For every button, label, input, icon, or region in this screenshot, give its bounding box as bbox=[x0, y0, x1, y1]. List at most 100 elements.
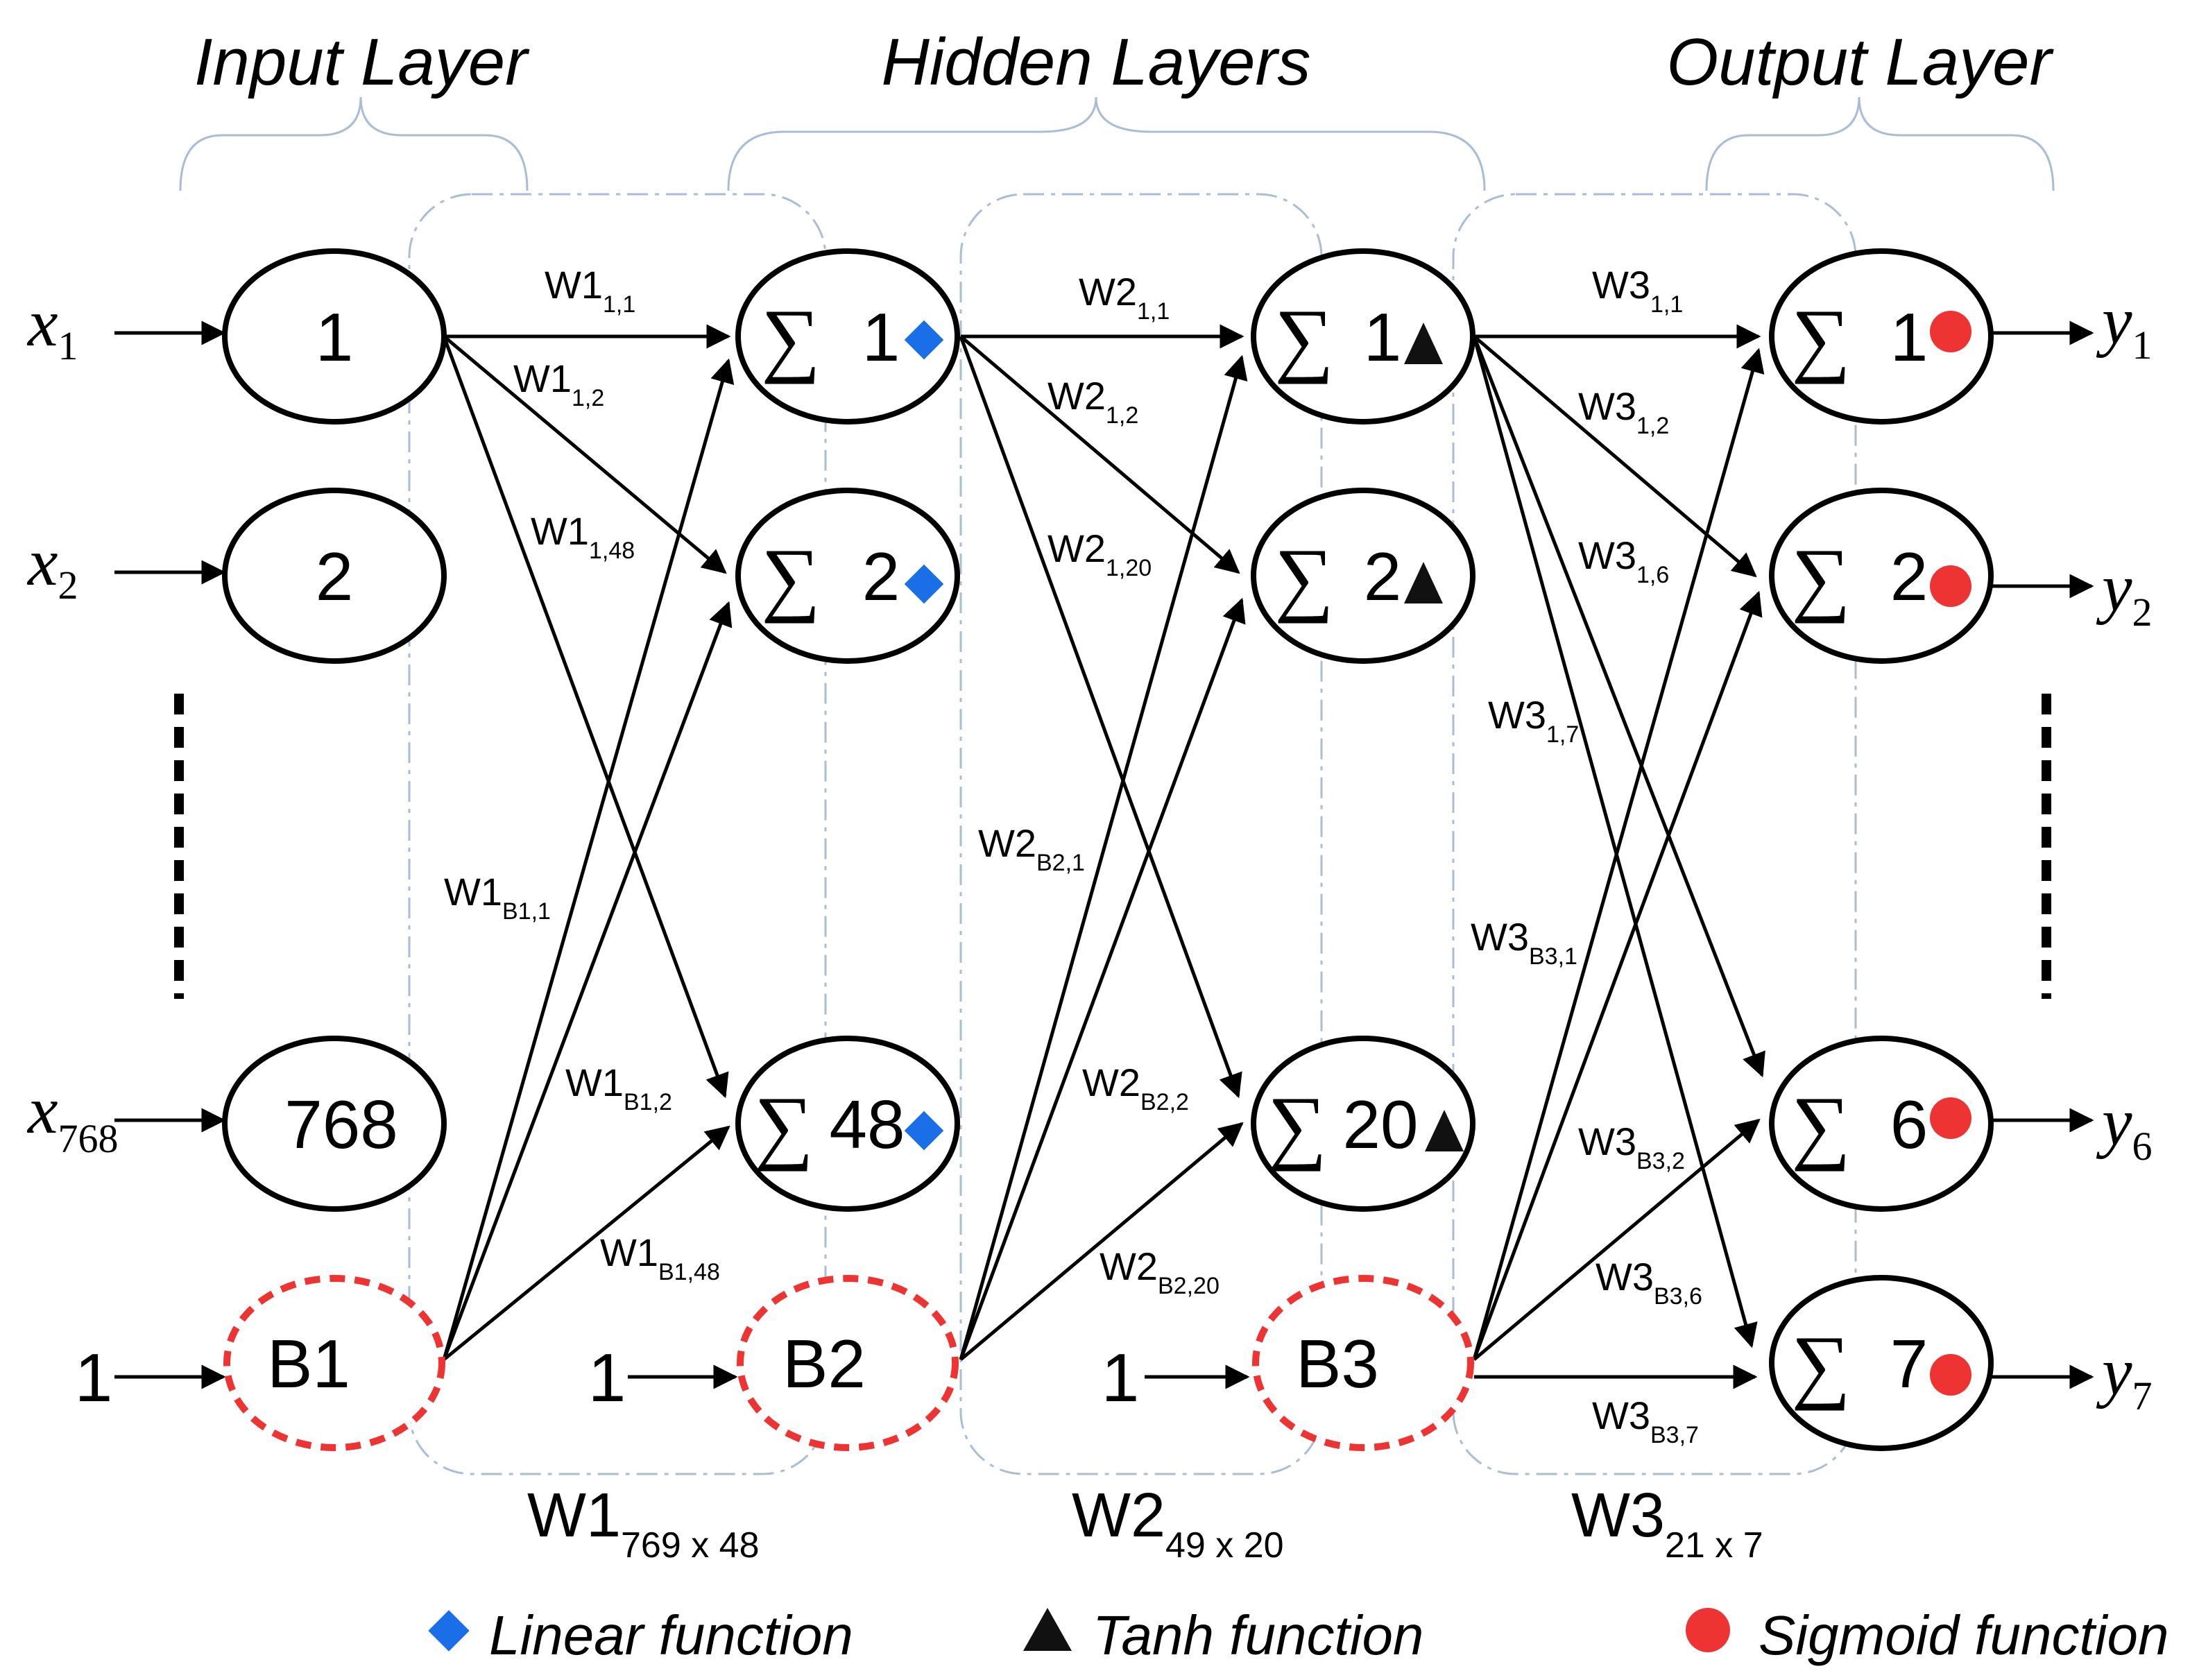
sigma-symbol: ∑ bbox=[1791, 1079, 1851, 1172]
output-node-2: ∑ 2 bbox=[1769, 488, 1994, 664]
w1-edges bbox=[442, 324, 735, 1361]
input-node-768: 768 bbox=[222, 1036, 447, 1212]
hidden-layers-title: Hidden Layers bbox=[881, 25, 1310, 99]
w3-edges bbox=[1472, 324, 1765, 1389]
output-node-1: ∑ 1 bbox=[1769, 248, 1994, 425]
sigma-symbol: ∑ bbox=[1791, 292, 1851, 384]
tanh-marker bbox=[1404, 323, 1443, 364]
weight-label-w1-b1-2: W1B1,2 bbox=[565, 1061, 672, 1115]
hidden1-node-1: ∑ 1 bbox=[735, 248, 960, 425]
output-layer-title: Output Layer bbox=[1667, 25, 2055, 99]
sigmoid-marker bbox=[1930, 1097, 1971, 1139]
w2-edges bbox=[959, 324, 1248, 1361]
output-node-7: ∑ 7 bbox=[1769, 1275, 1994, 1451]
w1-group-box bbox=[408, 193, 827, 1475]
output-var-y1: y1 bbox=[2096, 284, 2153, 368]
hidden2-node-2: ∑ 2 bbox=[1251, 488, 1475, 664]
sigma-symbol: ∑ bbox=[761, 292, 821, 384]
input-node-2: 2 bbox=[222, 488, 447, 664]
weight-label-w1-1-1: W11,1 bbox=[545, 263, 635, 318]
input-node-label: 768 bbox=[284, 1086, 398, 1163]
sigma-symbol: ∑ bbox=[1791, 531, 1851, 624]
legend: Linear function Tanh function Sigmoid fu… bbox=[428, 1604, 2168, 1666]
hidden1-node-label: 2 bbox=[862, 538, 900, 615]
weight-label-w2-b2-2: W2B2,2 bbox=[1082, 1061, 1189, 1115]
sigmoid-marker bbox=[1930, 1354, 1971, 1396]
output-layer-brace bbox=[1705, 96, 2055, 191]
weight-label-w2-1-20: W21,20 bbox=[1047, 526, 1152, 581]
hidden2-node-20: ∑ 20 bbox=[1251, 1036, 1475, 1212]
sigma-symbol: ∑ bbox=[761, 531, 821, 624]
output-node-label: 6 bbox=[1890, 1086, 1928, 1163]
input-node-label: 1 bbox=[316, 299, 354, 375]
sigma-symbol: ∑ bbox=[1274, 292, 1334, 384]
sigma-symbol: ∑ bbox=[1267, 1079, 1327, 1172]
weight-label-w3-b3-1: W3B3,1 bbox=[1471, 915, 1577, 970]
legend-sigmoid-label: Sigmoid function bbox=[1759, 1604, 2168, 1666]
weight-label-w3-1-6: W31,6 bbox=[1578, 533, 1669, 588]
hidden2-node-label: 20 bbox=[1342, 1086, 1418, 1163]
input-layer-title: Input Layer bbox=[194, 25, 530, 99]
bias-node-b3: B3 bbox=[1252, 1275, 1474, 1451]
hidden1-node-2: ∑ 2 bbox=[735, 488, 960, 664]
w2-group-box bbox=[959, 193, 1323, 1475]
sigma-symbol: ∑ bbox=[1274, 531, 1334, 624]
output-node-label: 1 bbox=[1890, 299, 1928, 375]
matrix-label-w3: W321 x 7 bbox=[1571, 1481, 1763, 1566]
matrix-label-w1: W1769 x 48 bbox=[527, 1481, 760, 1566]
legend-sigmoid-marker bbox=[1686, 1608, 1730, 1652]
weight-label-w3-1-1: W31,1 bbox=[1592, 263, 1683, 318]
weight-label-w3-1-2: W31,2 bbox=[1578, 384, 1669, 439]
input-var-x1: x1 bbox=[26, 286, 78, 368]
weight-label-w2-b2-1: W2B2,1 bbox=[978, 821, 1085, 876]
bias-node-label: B3 bbox=[1296, 1326, 1379, 1402]
weight-label-w1-1-48: W11,48 bbox=[531, 509, 635, 564]
sigma-symbol: ∑ bbox=[754, 1079, 814, 1172]
weight-label-w1-b1-48: W1B1,48 bbox=[600, 1231, 720, 1285]
input-var-x2: x2 bbox=[26, 525, 78, 608]
weight-label-w2-b2-20: W2B2,20 bbox=[1100, 1244, 1220, 1299]
legend-linear-marker bbox=[428, 1610, 470, 1652]
hidden1-node-label: 48 bbox=[829, 1086, 905, 1163]
input-var-x768: x768 bbox=[26, 1073, 119, 1161]
linear-marker bbox=[904, 564, 944, 604]
weight-label-w2-1-1: W21,1 bbox=[1079, 270, 1170, 325]
bias-node-label: B1 bbox=[267, 1326, 350, 1402]
input-layer-brace bbox=[179, 96, 529, 191]
weight-label-w2-1-2: W21,2 bbox=[1047, 374, 1138, 429]
legend-tanh-label: Tanh function bbox=[1093, 1604, 1423, 1666]
output-node-label: 7 bbox=[1890, 1326, 1928, 1402]
bias-node-label: B2 bbox=[782, 1326, 866, 1402]
matrix-label-w2: W249 x 20 bbox=[1072, 1481, 1284, 1566]
sigmoid-marker bbox=[1930, 311, 1971, 352]
tanh-marker bbox=[1404, 562, 1443, 603]
linear-marker bbox=[904, 1111, 944, 1151]
input-node-label: 2 bbox=[316, 538, 354, 615]
linear-marker bbox=[904, 320, 944, 360]
hidden1-node-48: ∑ 48 bbox=[735, 1036, 960, 1212]
hidden2-node-label: 2 bbox=[1364, 538, 1402, 615]
bias-input-2: 1 bbox=[588, 1339, 626, 1416]
hidden2-node-1: ∑ 1 bbox=[1251, 248, 1475, 425]
input-arrows bbox=[114, 320, 1250, 1389]
hidden1-node-label: 1 bbox=[862, 299, 900, 375]
output-node-6: ∑ 6 bbox=[1769, 1036, 1994, 1212]
w3-group-box bbox=[1452, 193, 1857, 1475]
hidden-layers-brace bbox=[727, 96, 1486, 191]
output-var-y7: y7 bbox=[2096, 1335, 2153, 1418]
weight-label-w3-b3-2: W3B3,2 bbox=[1578, 1120, 1685, 1174]
bias-input-3: 1 bbox=[1102, 1339, 1140, 1416]
sigma-symbol: ∑ bbox=[1791, 1319, 1851, 1411]
output-var-y2: y2 bbox=[2096, 551, 2153, 635]
output-arrows bbox=[1991, 320, 2094, 1389]
tanh-marker bbox=[1425, 1110, 1464, 1151]
legend-linear-label: Linear function bbox=[489, 1604, 853, 1666]
weight-label-w3-1-7: W31,7 bbox=[1488, 693, 1579, 748]
hidden2-node-label: 1 bbox=[1364, 299, 1402, 375]
weight-label-w1-1-2: W11,2 bbox=[513, 357, 604, 411]
weight-label-w3-b3-6: W3B3,6 bbox=[1596, 1255, 1702, 1310]
output-node-label: 2 bbox=[1890, 538, 1928, 615]
bias-node-b1: B1 bbox=[223, 1275, 445, 1451]
bias-node-b2: B2 bbox=[737, 1275, 959, 1451]
bias-input-1: 1 bbox=[75, 1339, 113, 1416]
